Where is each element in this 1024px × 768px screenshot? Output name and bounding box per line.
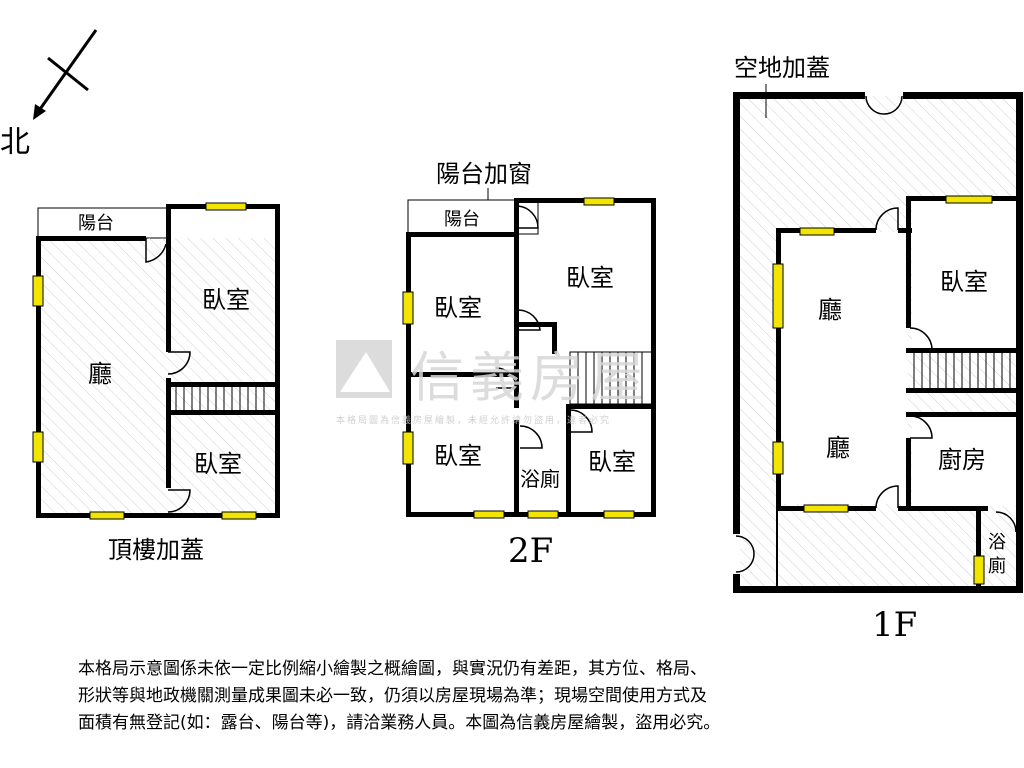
first-caption: 1F xyxy=(872,605,917,645)
door-swing-icon xyxy=(517,309,541,331)
first-living-room-1-label: 廳 xyxy=(818,296,842,324)
second-bathroom-label: 浴廁 xyxy=(520,467,560,491)
brand-watermark: 信義房屋 本格局圖為信義房屋繪製，未經允許請勿盜用，違者必究 xyxy=(336,340,650,426)
rooftop-bedroom-1-label: 臥室 xyxy=(202,286,250,314)
disclaimer-line-2: 形狀等與地政機關測量成果圖未必一致，仍須以房屋現場為準；現場空間使用方式及 xyxy=(78,686,707,706)
first-yard-note: 空地加蓋 xyxy=(734,54,830,82)
first-bath-label-top: 浴 xyxy=(988,532,1006,553)
second-caption: 2F xyxy=(508,531,553,571)
rooftop-bedroom-2-label: 臥室 xyxy=(194,450,242,478)
double-door-icon xyxy=(735,535,755,573)
first-bath-label-bottom: 廁 xyxy=(988,555,1006,577)
door-swing-icon xyxy=(167,351,191,375)
door-swing-icon xyxy=(995,511,1017,533)
door-swing-icon xyxy=(167,489,191,513)
compass: 北 xyxy=(0,29,98,160)
door-swing-icon xyxy=(875,207,899,231)
rooftop-caption: 頂樓加蓋 xyxy=(108,536,204,564)
door-swing-icon xyxy=(519,425,543,449)
first-kitchen-label: 廚房 xyxy=(938,446,986,474)
door-swing-icon xyxy=(517,205,539,229)
second-bedroom-4-label: 臥室 xyxy=(588,448,636,476)
rooftop-floor-plan: 陽台 廳 臥室 臥室 頂樓加蓋 xyxy=(32,202,280,564)
watermark-small-text: 本格局圖為信義房屋繪製，未經允許請勿盜用，違者必究 xyxy=(336,414,611,426)
second-bedroom-3-label: 臥室 xyxy=(434,442,482,470)
rooftop-living-room-label: 廳 xyxy=(88,360,112,388)
door-swing-icon xyxy=(909,415,933,439)
door-swing-icon xyxy=(909,327,933,351)
second-floor-plan: 陽台加窗 陽台 臥室 臥室 臥室 浴廁 臥室 2F xyxy=(402,160,656,571)
window-icon xyxy=(402,197,635,519)
door-swing-icon xyxy=(495,367,517,389)
disclaimer-line-3: 面積有無登記(如：露台、陽台等)，請洽業務人員。本圖為信義房屋繪製，盜用必究。 xyxy=(78,713,721,733)
first-floor-plan: 空地加蓋 廳 臥室 廳 廚房 浴 廁 1F xyxy=(733,54,1023,645)
first-living-room-2-label: 廳 xyxy=(826,434,850,462)
brand-logo-icon xyxy=(336,340,392,398)
door-swing-icon xyxy=(145,238,167,263)
window-icon xyxy=(32,202,257,520)
disclaimer-note: 本格局示意圖係未依一定比例縮小繪製之概繪圖，與實況仍有差距，其方位、格局、 形狀… xyxy=(78,656,978,737)
door-swing-icon xyxy=(569,409,593,433)
second-balcony-label: 陽台 xyxy=(444,209,480,230)
second-bedroom-1-label: 臥室 xyxy=(434,294,482,322)
disclaimer-line-1: 本格局示意圖係未依一定比例縮小繪製之概繪圖，與實況仍有差距，其方位、格局、 xyxy=(78,659,707,679)
first-bedroom-label: 臥室 xyxy=(940,268,988,296)
double-door-icon xyxy=(865,95,903,115)
rooftop-balcony-label: 陽台 xyxy=(78,213,114,234)
watermark-brand-text: 信義房屋 xyxy=(410,346,650,409)
window-icon xyxy=(772,195,993,585)
compass-north-label: 北 xyxy=(0,125,30,160)
door-swing-icon xyxy=(875,485,899,509)
second-balcony-window-note: 陽台加窗 xyxy=(436,160,532,188)
second-bedroom-2-label: 臥室 xyxy=(566,264,614,292)
